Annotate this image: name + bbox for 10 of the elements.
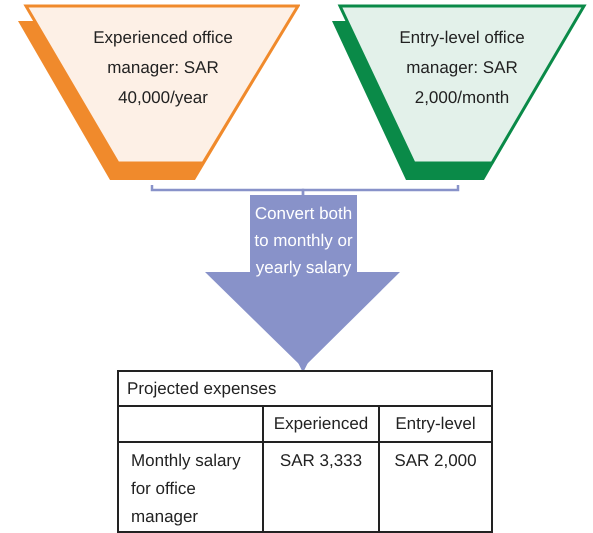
edge-label: Convert both to monthly or yearly salary	[253, 203, 354, 279]
expense-table	[117, 370, 493, 533]
funnel-text: Experienced office manager: SAR 40,000/year	[92, 27, 234, 109]
table-cell: SAR 3,333	[264, 443, 380, 531]
column-header: Experienced	[264, 407, 380, 443]
column-header: Entry-level	[380, 407, 491, 443]
table-cell-text: SAR 2,000	[393, 450, 478, 472]
funnel-text: Entry-level office manager: SAR 2,000/month	[398, 27, 526, 109]
table-title: Projected expenses	[127, 378, 276, 400]
row-header: Monthly salary for office manager	[119, 443, 264, 531]
